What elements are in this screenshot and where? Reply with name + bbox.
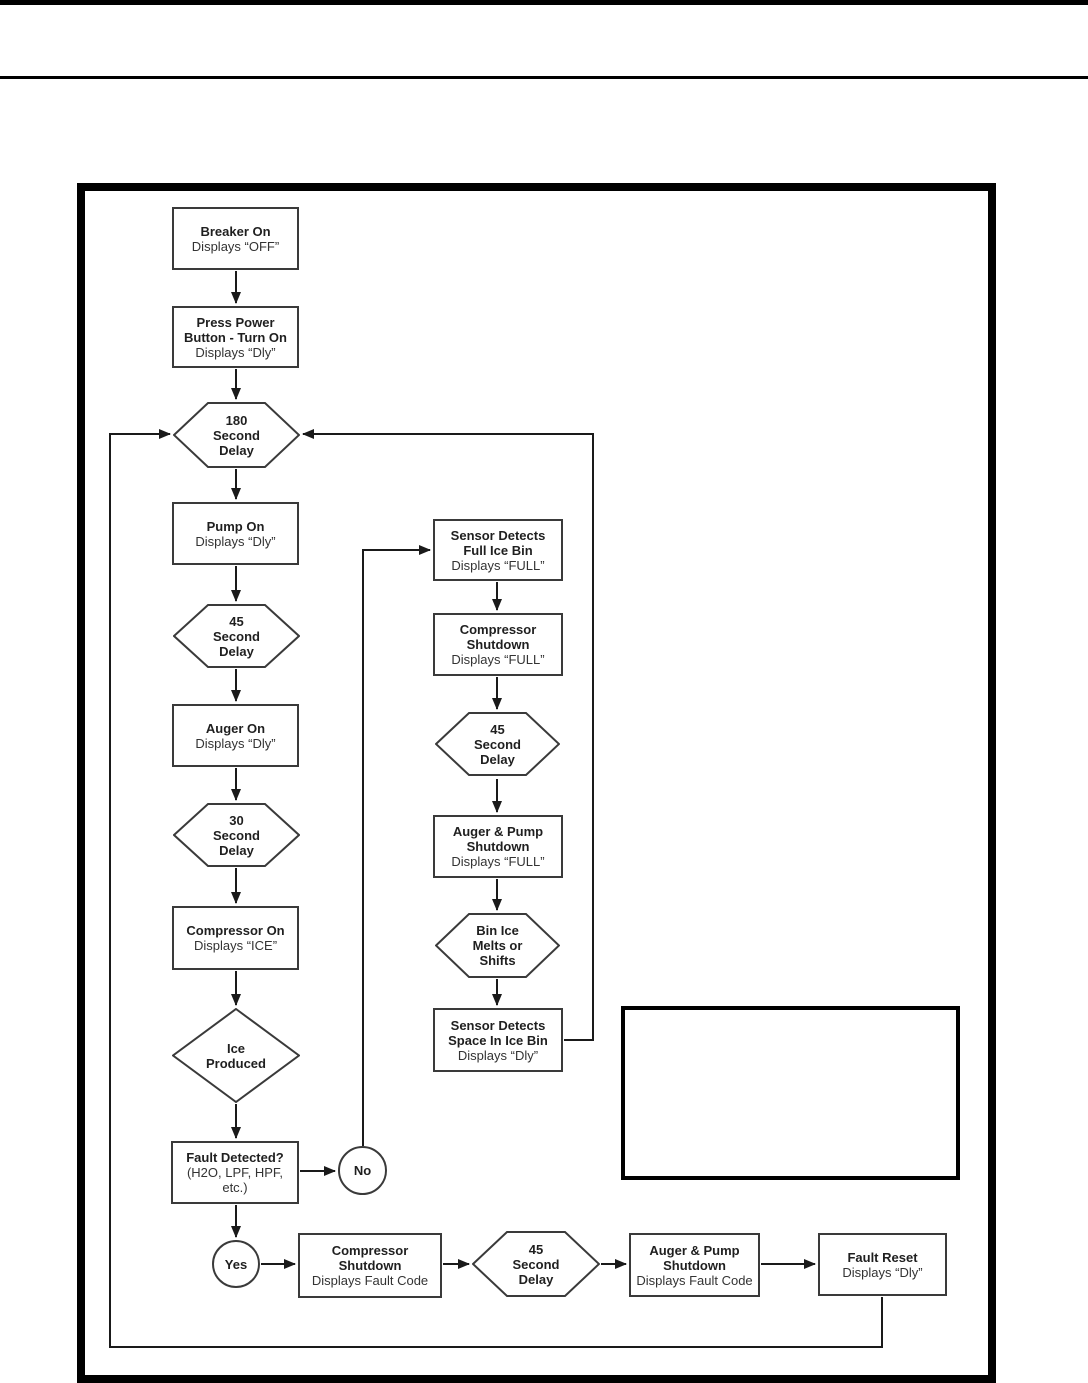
flow-node-fault-detected: Fault Detected? (H2O, LPF, HPF, etc.) <box>171 1141 299 1204</box>
node-subtitle: Displays “FULL” <box>451 652 545 667</box>
node-subtitle: Displays “Dly” <box>195 344 276 360</box>
edge-faultreset-feedback-loop <box>109 429 883 1348</box>
node-title: Yes <box>224 1256 248 1272</box>
hexagon-shape <box>472 1231 600 1297</box>
node-title: 180 Second Delay <box>213 412 260 458</box>
node-title: 30 Second Delay <box>213 812 260 858</box>
node-subtitle: (H2O, LPF, HPF, etc.) <box>186 1165 284 1195</box>
hexagon-shape <box>435 913 560 978</box>
edge-no-to-sensor-full <box>362 545 431 1146</box>
flow-node-45-second-delay-right: 45 Second Delay <box>435 712 560 776</box>
node-title: Ice Produced <box>206 1040 266 1071</box>
hexagon-shape <box>173 803 300 867</box>
node-title: Pump On <box>206 518 265 534</box>
node-subtitle: Displays “FULL” <box>451 854 545 869</box>
node-subtitle: Displays Fault Code <box>636 1272 753 1288</box>
flow-node-auger-on: Auger On Displays “Dly” <box>172 704 299 767</box>
empty-callout-box <box>621 1006 960 1180</box>
page-top-edge-bar <box>0 0 1088 5</box>
node-subtitle: Displays “Dly” <box>195 533 276 549</box>
node-title: Compressor Shutdown <box>459 622 537 652</box>
node-subtitle: Displays Fault Code <box>311 1273 429 1288</box>
flow-node-auger-pump-shutdown-fault: Auger & Pump Shutdown Displays Fault Cod… <box>629 1233 760 1297</box>
header-rule <box>0 76 1088 79</box>
hexagon-shape <box>173 604 300 668</box>
flow-node-yes: Yes <box>212 1240 260 1288</box>
node-title: No <box>353 1163 372 1178</box>
node-title: Compressor Shutdown <box>331 1243 409 1273</box>
flow-node-press-power: Press Power Button - Turn On Displays “D… <box>172 306 299 368</box>
flow-node-bin-ice-melts: Bin Ice Melts or Shifts <box>435 913 560 978</box>
node-title: Press Power Button - Turn On <box>183 314 287 345</box>
node-title: Bin Ice Melts or Shifts <box>472 923 523 968</box>
node-subtitle: Displays “ICE” <box>193 938 278 953</box>
node-subtitle: Displays “Dly” <box>195 735 276 751</box>
node-subtitle: Displays “Dly” <box>457 1047 539 1063</box>
diamond-shape <box>172 1008 300 1103</box>
node-title: 45 Second Delay <box>512 1241 560 1287</box>
node-title: 45 Second Delay <box>213 613 260 659</box>
node-subtitle: Displays “Dly” <box>842 1264 923 1280</box>
hexagon-shape <box>173 402 300 468</box>
node-title: Compressor On <box>186 923 285 938</box>
flow-node-45-second-delay-bottom: 45 Second Delay <box>472 1231 600 1297</box>
flow-node-fault-reset: Fault Reset Displays “Dly” <box>818 1233 947 1296</box>
flow-node-breaker-on: Breaker On Displays “OFF” <box>172 207 299 270</box>
node-title: Auger & Pump Shutdown <box>452 824 544 854</box>
flow-node-no: No <box>338 1146 387 1195</box>
node-title: Sensor Detects Space In Ice Bin <box>448 1017 548 1048</box>
flow-node-45-second-delay-left: 45 Second Delay <box>173 604 300 668</box>
flow-node-compressor-shutdown-fault: Compressor Shutdown Displays Fault Code <box>298 1233 442 1298</box>
edge-sensor-space-loop <box>302 429 594 1041</box>
hexagon-shape <box>435 712 560 776</box>
node-title: Auger On <box>205 720 266 736</box>
flow-node-auger-pump-shutdown-full: Auger & Pump Shutdown Displays “FULL” <box>433 815 563 878</box>
node-title: Auger & Pump Shutdown <box>649 1242 740 1273</box>
flowchart-frame <box>77 183 996 1383</box>
node-subtitle: Displays “OFF” <box>191 238 280 254</box>
flow-node-sensor-detects-space: Sensor Detects Space In Ice Bin Displays… <box>433 1008 563 1072</box>
flow-node-180-second-delay: 180 Second Delay <box>173 402 300 468</box>
flow-node-ice-produced: Ice Produced <box>172 1008 300 1103</box>
node-title: Fault Detected? <box>186 1150 284 1165</box>
flow-node-pump-on: Pump On Displays “Dly” <box>172 502 299 565</box>
node-title: Fault Reset <box>847 1249 918 1265</box>
node-subtitle: Displays “FULL” <box>451 557 545 573</box>
flow-node-compressor-on: Compressor On Displays “ICE” <box>172 906 299 970</box>
flow-node-sensor-detects-full: Sensor Detects Full Ice Bin Displays “FU… <box>433 519 563 581</box>
node-title: Breaker On <box>200 223 271 239</box>
node-title: Sensor Detects Full Ice Bin <box>450 527 546 558</box>
node-title: 45 Second Delay <box>474 721 521 767</box>
flow-node-30-second-delay: 30 Second Delay <box>173 803 300 867</box>
flow-node-compressor-shutdown-full: Compressor Shutdown Displays “FULL” <box>433 613 563 676</box>
